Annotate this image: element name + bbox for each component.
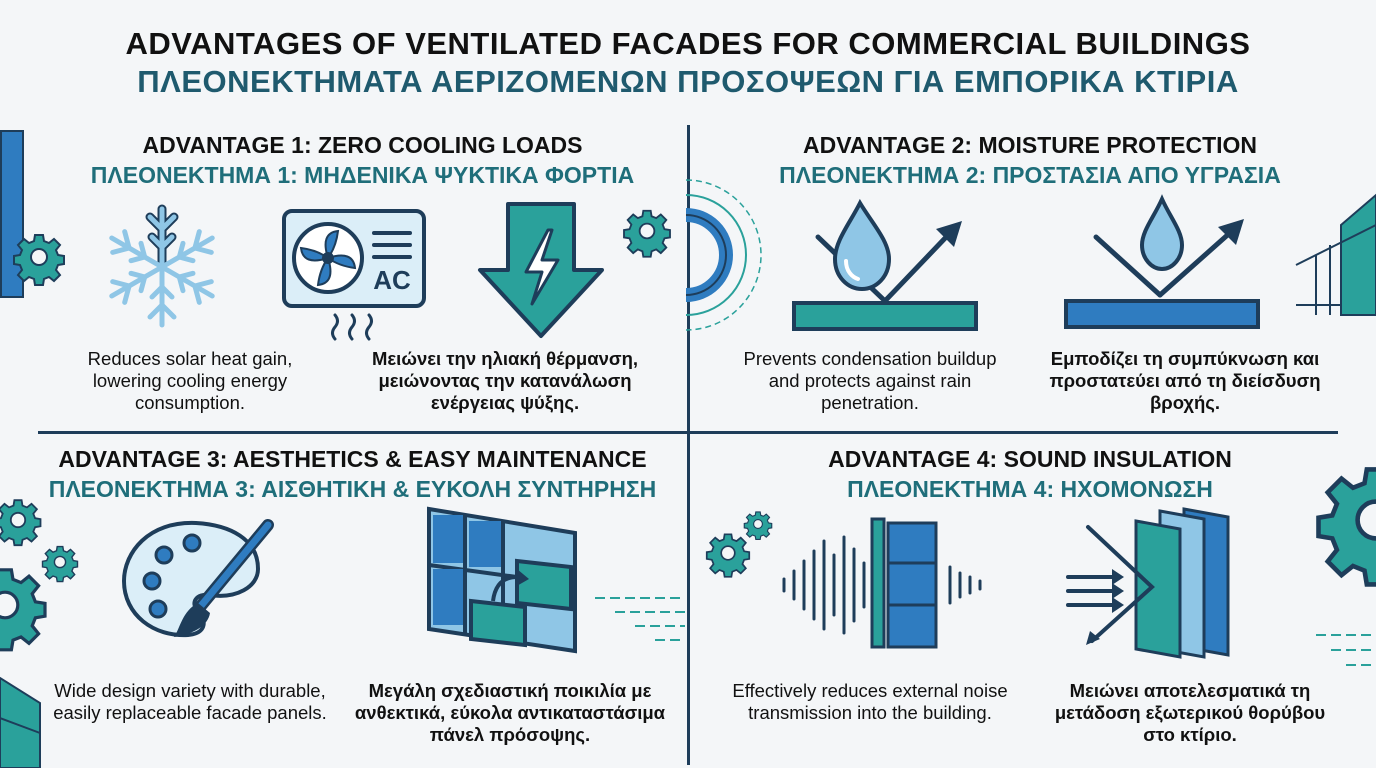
ac-unit-icon: AC: [282, 209, 426, 341]
main-title-en: ADVANTAGES OF VENTILATED FACADES FOR COM…: [125, 26, 1251, 61]
main-title-gr: ΠΛΕΟΝΕΚΤΗΜΑΤΑ ΑΕΡΙΖΟΜΕΝΩΝ ΠΡΟΣΟΨΕΩΝ ΓΙΑ …: [137, 64, 1239, 99]
building-corner-icon: [0, 676, 41, 768]
panel-replace-icon: [427, 506, 577, 654]
ac-label: AC: [373, 265, 411, 295]
vertical-divider: [687, 125, 690, 765]
building-lines-icon: [1295, 193, 1376, 316]
gear-cluster-icon: [0, 499, 79, 652]
advantage-3-desc-en: Wide design variety with durable, easily…: [53, 680, 327, 723]
advantage-3-title-gr: ΠΛΕΟΝΕΚΤΗΜΑ 3: ΑΙΣΘΗΤΙΚΗ & ΕΥΚΟΛΗ ΣΥΝΤΗΡ…: [48, 476, 657, 502]
advantage-4-desc-en: Effectively reduces external noise trans…: [732, 680, 1008, 723]
dashed-lines-icon: [595, 597, 685, 641]
gear-icon: [13, 234, 65, 286]
advantage-4-title-gr: ΠΛΕΟΝΕΚΤΗΜΑ 4: ΗΧΟΜΟΝΩΣΗ: [847, 476, 1213, 502]
gear-pair-icon: [705, 511, 773, 578]
droplet-deflect-icon: [1064, 194, 1260, 329]
sound-wave-wall-icon: [782, 517, 982, 649]
horizontal-divider: [38, 431, 1338, 434]
down-arrow-lightning-icon: [478, 202, 604, 338]
snowflake-icon: [109, 204, 215, 328]
advantage-2-title-en: ADVANTAGE 2: MOISTURE PROTECTION: [802, 132, 1258, 158]
advantage-1-title-gr: ΠΛΕΟΝΕΚΤΗΜΑ 1: ΜΗΔΕΝΙΚΑ ΨΥΚΤΙΚΑ ΦΟΡΤΙΑ: [90, 162, 635, 188]
advantage-3-desc-gr: Μεγάλη σχεδιαστική ποικιλία με ανθεκτικά…: [354, 680, 666, 745]
gear-icon: [623, 209, 671, 258]
palette-brush-icon: [121, 519, 274, 638]
layered-panels-icon: [1066, 507, 1230, 659]
dashed-lines-icon: [1316, 634, 1376, 666]
advantage-2-title-gr: ΠΛΕΟΝΕΚΤΗΜΑ 2: ΠΡΟΣΤΑΣΙΑ ΑΠΟ ΥΓΡΑΣΙΑ: [779, 162, 1281, 188]
left-accent-bar: [0, 130, 24, 298]
advantage-2-desc-gr: Εμποδίζει τη συμπύκνωση και προστατεύει …: [1049, 348, 1321, 413]
droplet-deflect-icon: [792, 198, 978, 331]
gear-large-icon: [1316, 467, 1376, 587]
ring-decoration-icon: [685, 179, 762, 331]
advantage-4-title-en: ADVANTAGE 4: SOUND INSULATION: [828, 446, 1232, 472]
advantage-1-desc-gr: Μειώνει την ηλιακή θέρμανση, μειώνοντας …: [371, 348, 639, 413]
advantage-4-desc-gr: Μειώνει αποτελεσματικά τη μετάδοση εξωτε…: [1054, 680, 1326, 745]
advantage-1-desc-en: Reduces solar heat gain, lowering coolin…: [87, 348, 293, 413]
advantage-1-title-en: ADVANTAGE 1: ZERO COOLING LOADS: [142, 132, 583, 158]
advantage-3-title-en: ADVANTAGE 3: AESTHETICS & EASY MAINTENAN…: [58, 446, 647, 472]
advantage-2-desc-en: Prevents condensation buildup and protec…: [743, 348, 997, 413]
